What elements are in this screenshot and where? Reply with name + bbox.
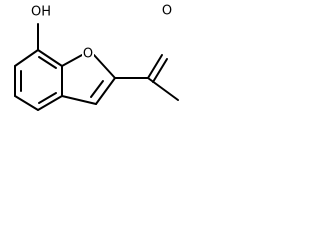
- hydroxyl-label-bg: [31, 4, 51, 20]
- hydroxyl-label: OH: [31, 5, 51, 20]
- bond-furan-inner: [90, 80, 104, 98]
- structure-canvas: OH O O: [0, 0, 204, 134]
- bond-furan-c2-c3: [95, 77, 116, 105]
- ring-oxygen-label-bg: [82, 47, 94, 61]
- bond-furan-c3-fusion: [61, 95, 97, 105]
- bond-benzene-top: [37, 49, 63, 67]
- carbonyl-oxygen-label-bg: [161, 4, 173, 18]
- carbonyl-oxygen-label: O: [162, 4, 172, 19]
- ring-oxygen-label: O: [83, 47, 93, 62]
- molecule-drawing: OH O O: [14, 4, 179, 111]
- bond-acetyl-methyl: [147, 77, 179, 101]
- bond-benzene-inner-bottom: [38, 92, 57, 104]
- bond-carbonyl-double-1: [147, 54, 163, 79]
- bond-furan-o-to-c2: [93, 54, 116, 79]
- bond-benzene-lower-right: [37, 95, 63, 111]
- bond-furan-o-to-aromatic: [61, 54, 83, 67]
- bond-carbonyl-double-2: [152, 58, 168, 83]
- bond-benzene-lower-left: [14, 95, 39, 111]
- bond-benzene-upper-left: [14, 49, 39, 67]
- bond-benzene-inner-top: [38, 56, 57, 69]
